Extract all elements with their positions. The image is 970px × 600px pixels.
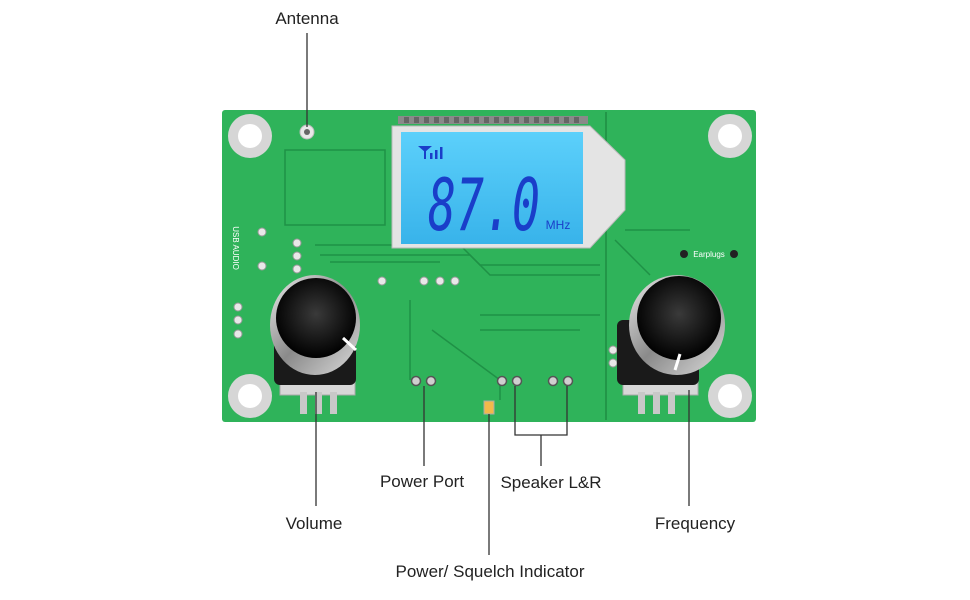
mounting-holes [228,114,752,418]
signal-strength-icon [418,146,443,159]
speaker-pins [496,375,574,387]
earplugs-label: Earplugs [693,250,725,259]
lcd-frequency: 87.0 [428,163,540,247]
speaker-leader [514,386,568,466]
frequency-label: Frequency [654,514,736,533]
frequency-knob [617,275,725,414]
antenna-label: Antenna [275,9,339,28]
lcd-unit: MHz [546,218,571,232]
lcd-display: 87.0 MHz [391,116,626,249]
volume-label: Volume [285,514,343,533]
speaker-label: Speaker L&R [500,473,602,492]
power-port-pins [410,375,437,387]
indicator-led [483,400,495,415]
volume-knob [270,275,360,414]
usb-audio-label: USB AUDIO [231,226,240,270]
power-port-label: Power Port [379,472,465,491]
indicator-label: Power/ Squelch Indicator [395,562,585,581]
leader-lines [306,33,690,555]
